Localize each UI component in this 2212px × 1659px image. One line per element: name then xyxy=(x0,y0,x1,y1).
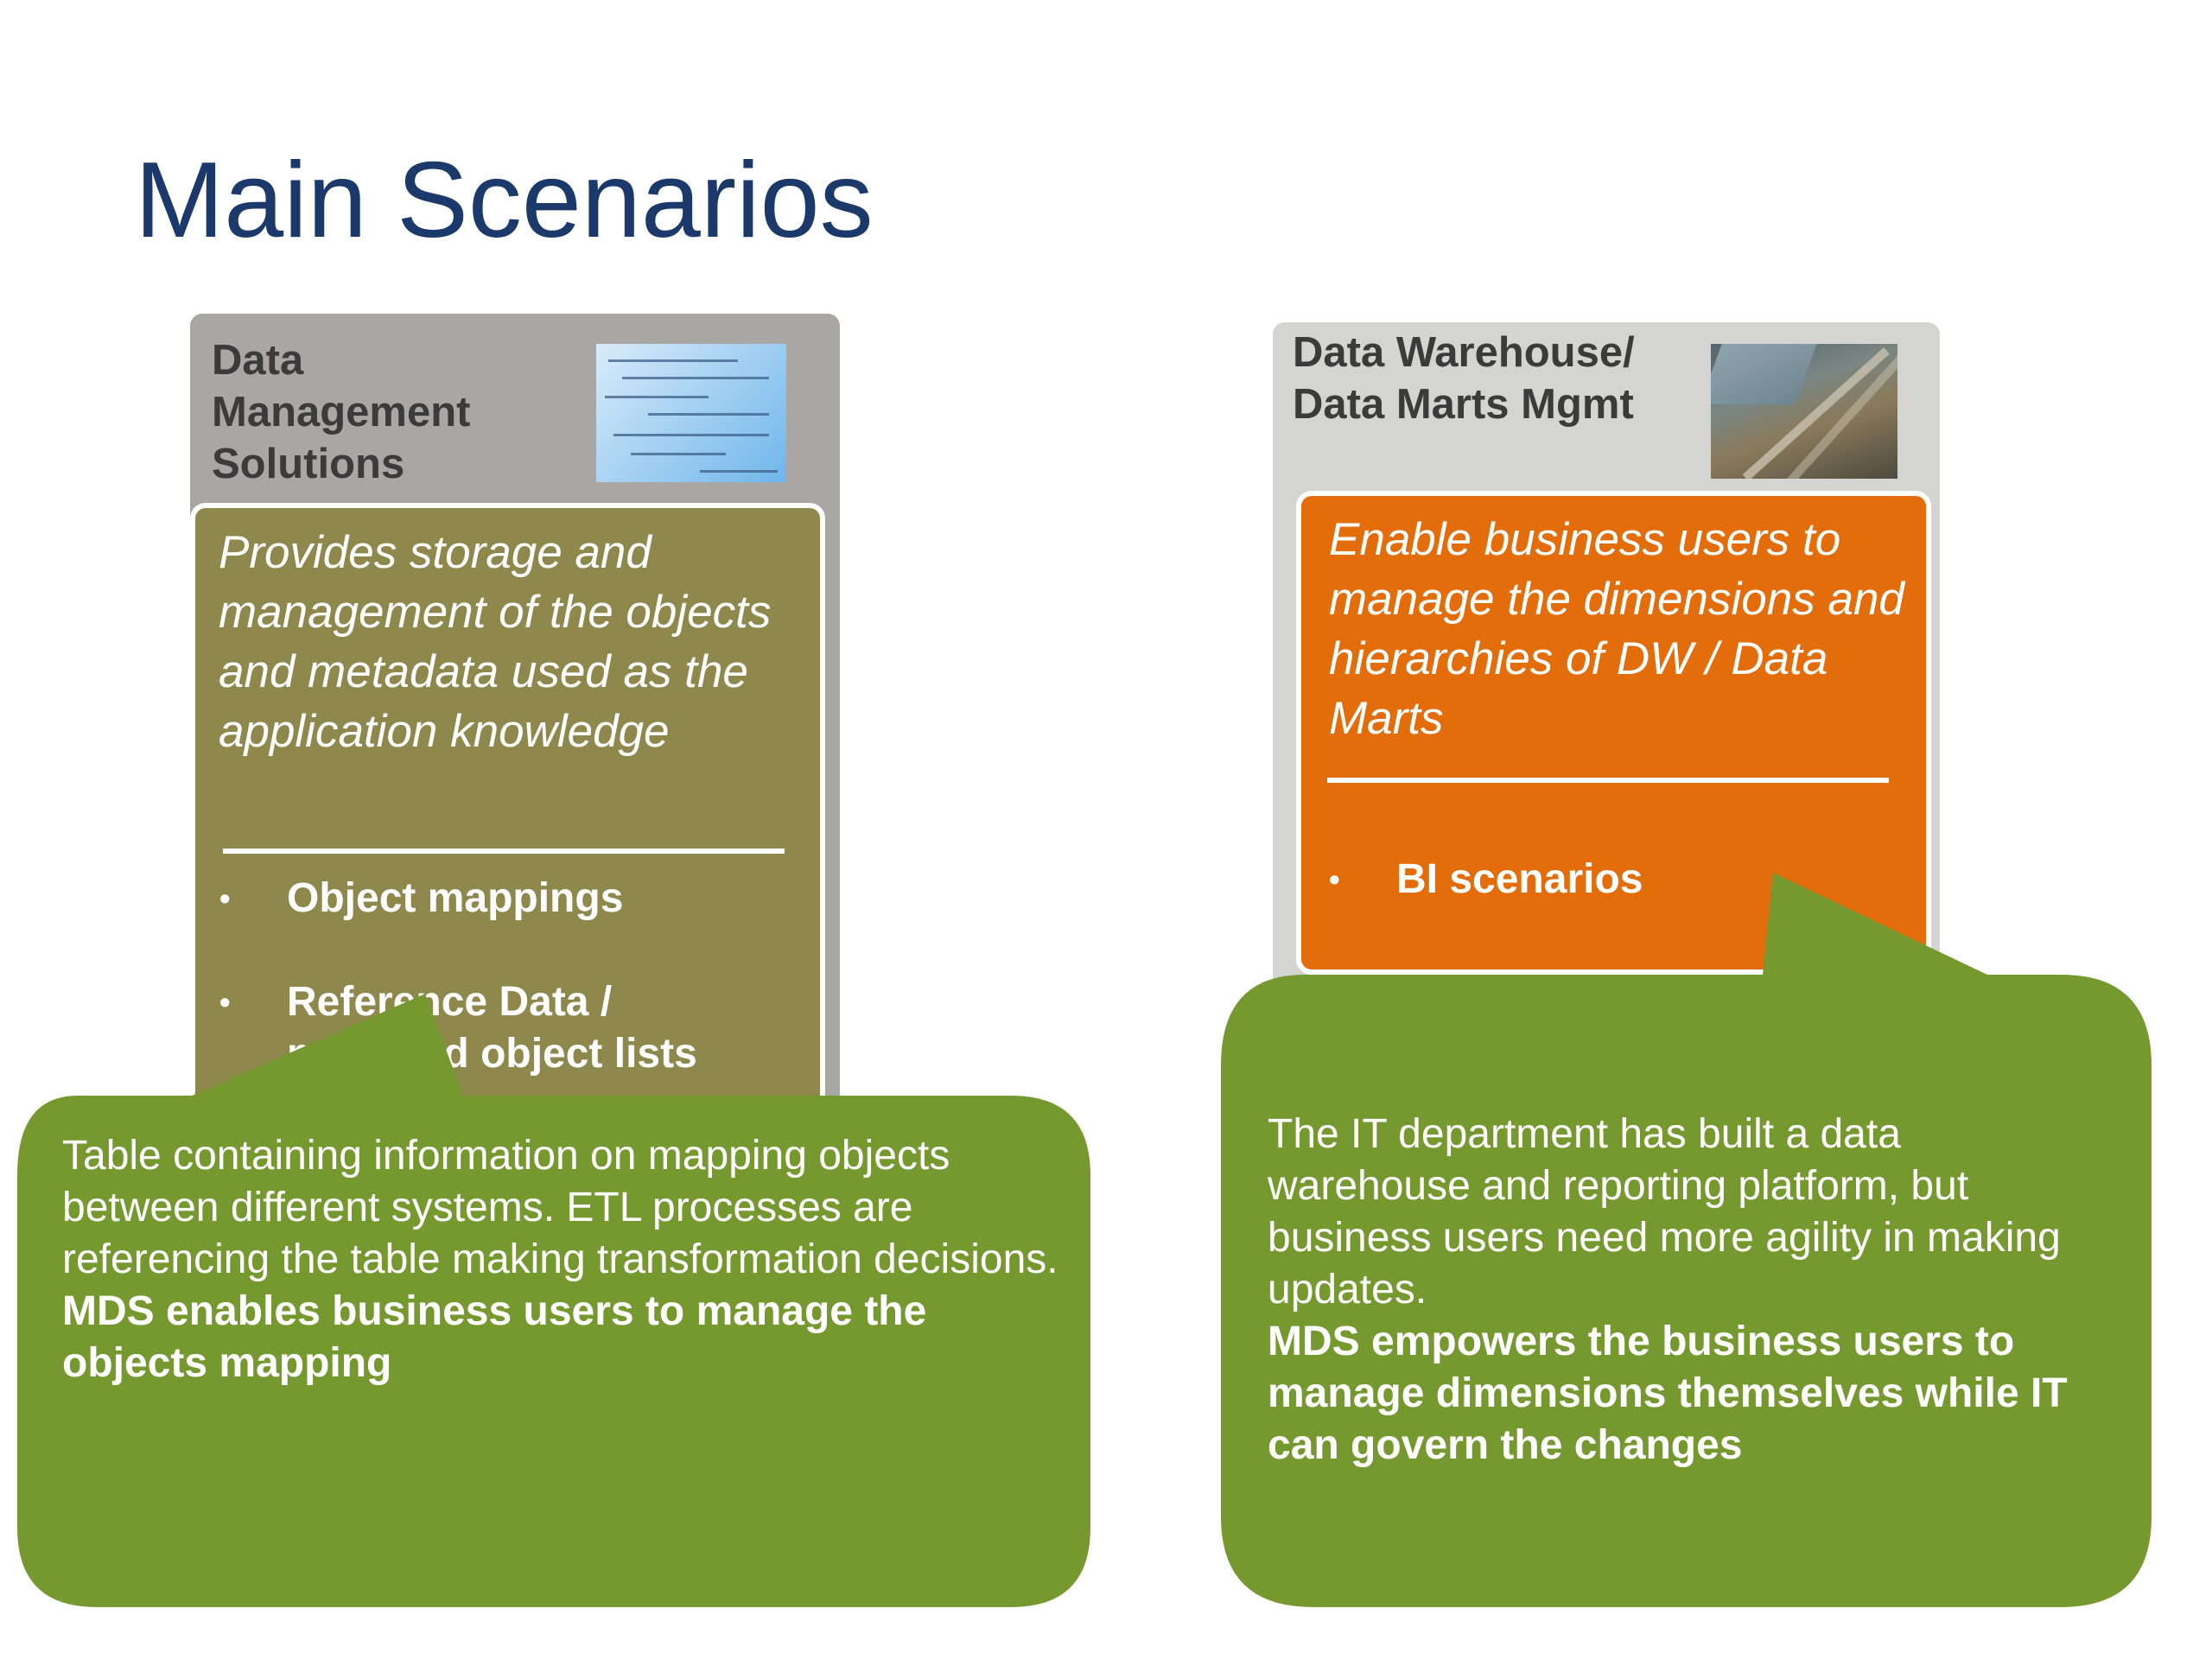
right-callout-emphasis: MDS empowers the business users to manag… xyxy=(1268,1319,2068,1468)
right-card-header-line-2: Data Marts Mgmt xyxy=(1293,381,1634,428)
right-bullet-1-text: BI scenarios xyxy=(1396,856,1643,902)
left-callout-emphasis: MDS enables business users to manage the… xyxy=(62,1288,927,1386)
left-bullet-1-text: Object mappings xyxy=(287,875,624,921)
right-callout-bubble xyxy=(1221,873,2152,1607)
right-card-body xyxy=(1296,491,1931,975)
left-card-body xyxy=(190,503,825,1125)
left-bullet-object-mappings: • Object mappings xyxy=(219,873,624,925)
aerial-city-image xyxy=(1711,344,1897,479)
left-card-header-line-2: Management xyxy=(212,389,471,435)
right-card-header-line-1: Data Warehouse/ xyxy=(1293,329,1635,376)
right-card-divider xyxy=(1327,778,1889,783)
left-callout-bubble xyxy=(17,994,1090,1607)
right-card-description: Enable business users to manage the dime… xyxy=(1329,514,1904,744)
left-card-header-line-1: Data xyxy=(212,337,304,384)
right-bullet-bi-scenarios: • BI scenarios xyxy=(1329,854,1643,906)
math-formulas-image xyxy=(596,344,786,482)
left-card-header: Data Management Solutions xyxy=(212,334,575,490)
slide-title: Main Scenarios xyxy=(135,141,874,260)
left-bullet-2-line-1: Reference Data / xyxy=(287,979,613,1025)
right-callout-body: The IT department has built a data wareh… xyxy=(1268,1111,2061,1313)
bullet-dot-icon: • xyxy=(219,880,231,916)
left-card-divider xyxy=(223,849,785,854)
bullet-dot-icon: • xyxy=(1329,861,1340,897)
right-card-header: Data Warehouse/ Data Marts Mgmt xyxy=(1293,327,1707,430)
left-card-description: Provides storage and management of the o… xyxy=(219,527,772,757)
right-callout-text: The IT department has built a data wareh… xyxy=(1268,1109,2097,1471)
left-callout-text: Table containing information on mapping … xyxy=(62,1130,1065,1389)
left-card-header-line-3: Solutions xyxy=(212,441,405,487)
left-callout-body: Table containing information on mapping … xyxy=(62,1133,1058,1282)
bullet-dot-icon: • xyxy=(219,984,231,1020)
